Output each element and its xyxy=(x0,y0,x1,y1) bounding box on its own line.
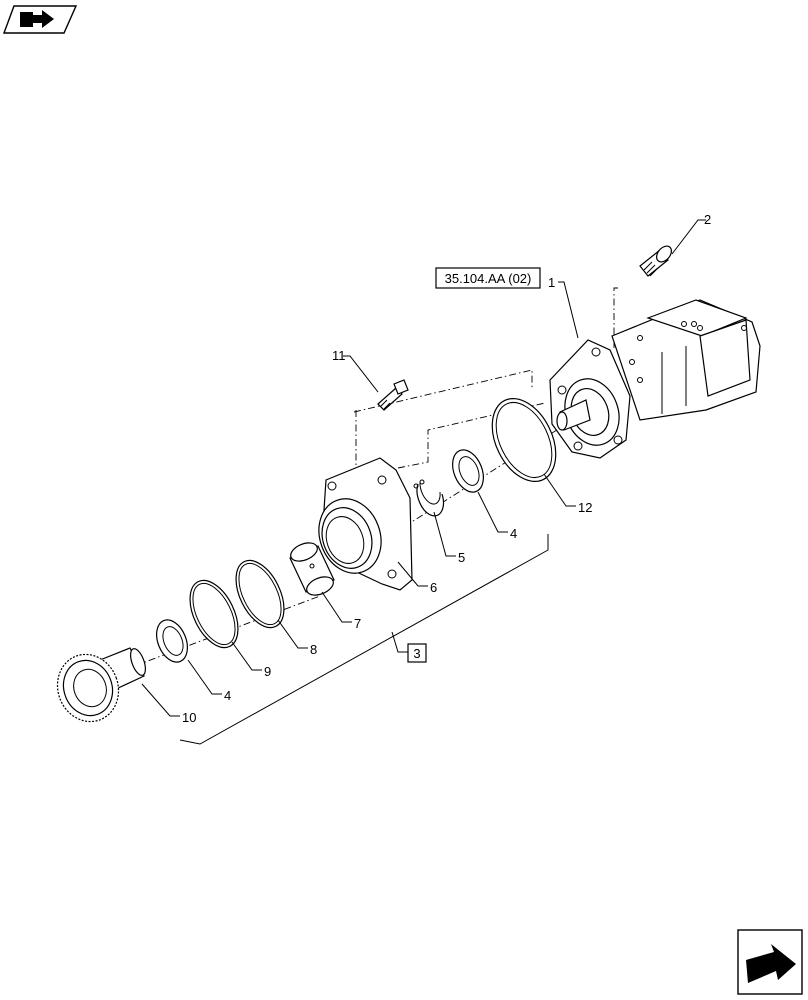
reference-link[interactable]: 35.104.AA (02) xyxy=(435,267,541,289)
callout-10: 10 xyxy=(182,710,196,725)
bushing xyxy=(289,542,335,596)
callout-11: 11 xyxy=(332,348,346,363)
o-ring-9 xyxy=(189,579,239,649)
large-o-ring xyxy=(491,397,557,483)
hydraulic-pump xyxy=(549,299,761,459)
thrust-washer-upper xyxy=(452,449,484,493)
flange-housing xyxy=(318,457,413,591)
callout-5: 5 xyxy=(458,550,465,565)
callout-1: 1 xyxy=(548,275,555,290)
book-arrow-icon[interactable] xyxy=(2,5,78,34)
gear-shaft xyxy=(56,647,146,723)
assembly-item-box: 3 xyxy=(407,643,427,663)
callout-8: 8 xyxy=(310,642,317,657)
assembly-item-label: 3 xyxy=(413,646,420,661)
o-ring-8 xyxy=(235,559,285,629)
callout-2: 2 xyxy=(704,212,711,227)
callout-12: 12 xyxy=(578,500,592,515)
reference-label: 35.104.AA (02) xyxy=(445,271,532,286)
callout-9: 9 xyxy=(264,664,271,679)
bolt xyxy=(377,379,409,411)
thrust-washer-lower xyxy=(156,619,188,663)
leaders xyxy=(141,219,706,745)
callout-6: 6 xyxy=(430,580,437,595)
next-page-arrow-icon[interactable] xyxy=(737,929,803,995)
snap-ring xyxy=(413,479,444,517)
screw xyxy=(639,245,672,277)
callout-4-upper: 4 xyxy=(510,526,517,541)
callout-4-lower: 4 xyxy=(224,688,231,703)
callouts: 1 2 11 12 4 5 6 7 8 9 4 10 xyxy=(182,212,711,725)
callout-7: 7 xyxy=(354,616,361,631)
